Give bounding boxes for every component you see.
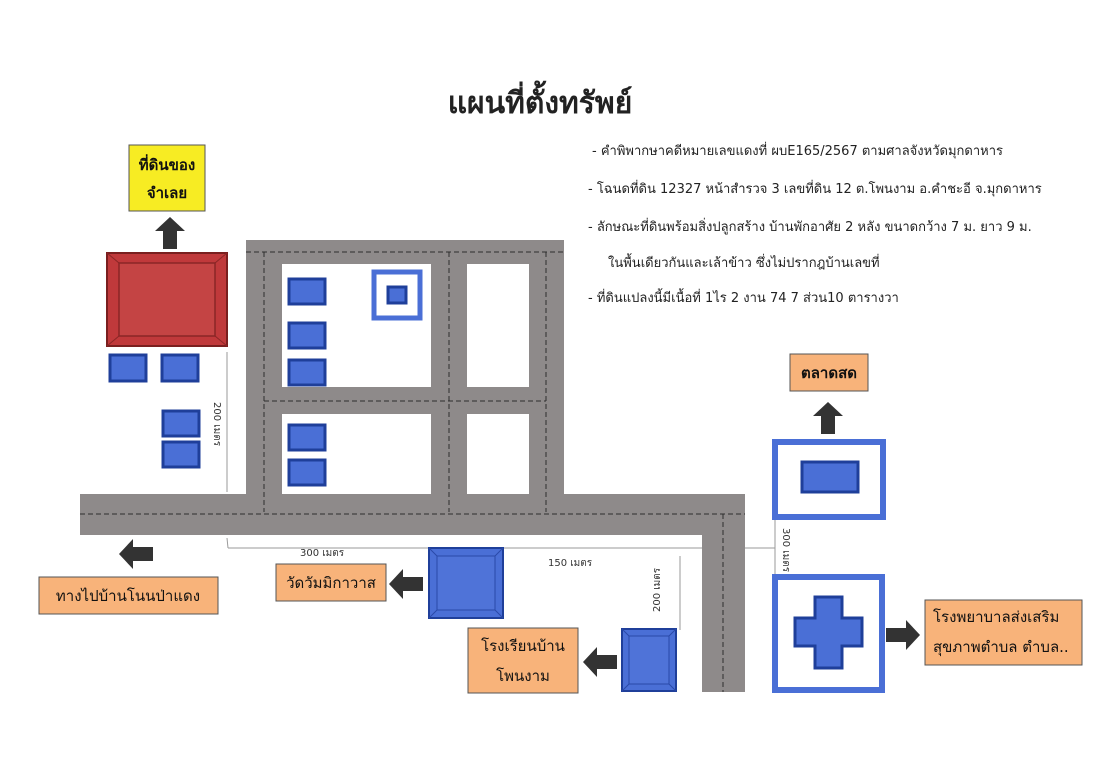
house-group-left <box>108 353 201 469</box>
arrow-up-icon <box>813 402 843 434</box>
house <box>287 458 327 487</box>
arrow-left-icon <box>389 569 423 599</box>
debtor-land-label-line2: จำเลย <box>147 184 187 202</box>
note-land-area: - ที่ดินแปลงนี้มีเนื้อที่ 1ไร 2 งาน 74 7… <box>588 288 899 306</box>
hospital-cross-icon <box>793 595 864 670</box>
temple-label-text: วัดวัมมิกาวาส <box>286 574 376 592</box>
temple-building <box>428 547 504 619</box>
block-upper-right <box>467 264 529 387</box>
notes-block: - คำพิพากษาคดีหมายเลขแดงที่ ผบE165/2567 … <box>588 142 1042 306</box>
distance-300m-right: 300 เมตร <box>780 528 791 573</box>
map-title: แผนที่ตั้งทรัพย์ <box>448 80 633 121</box>
block-lower-left <box>282 414 431 494</box>
debtor-land-label: ที่ดินของ จำเลย <box>128 144 206 212</box>
road-network <box>80 240 745 692</box>
hospital-label-line1: โรงพยาบาลส่งเสริม <box>933 608 1059 626</box>
house <box>287 358 327 387</box>
market-label-text: ตลาดสด <box>801 364 857 382</box>
note-land-features: - ลักษณะที่ดินพร้อมสิ่งปลูกสร้าง บ้านพัก… <box>588 218 1032 235</box>
arrow-left-icon <box>119 539 153 569</box>
arrow-right-icon <box>886 620 920 650</box>
note-title-deed: - โฉนดที่ดิน 12327 หน้าสำรวจ 3 เลขที่ดิน… <box>588 180 1042 197</box>
distance-200m-left: 200 เมตร <box>211 402 222 447</box>
note-land-features-cont: ในพื้นเดียวกันและเล้าข้าว ซึ่งไม่ปรากฎบ้… <box>608 253 880 271</box>
to-village-label: ทางไปบ้านโนนป่าแดง <box>38 576 219 615</box>
debtor-land-label-line1: ที่ดินของ <box>139 154 195 174</box>
rice-barn <box>371 269 423 321</box>
school-label: โรงเรียนบ้าน โพนงาม <box>467 627 579 694</box>
arrow-left-icon <box>583 647 617 677</box>
hospital-building <box>772 574 885 693</box>
debtor-property-building <box>106 252 228 347</box>
house <box>287 423 327 452</box>
house <box>160 353 200 383</box>
market-label: ตลาดสด <box>789 353 869 392</box>
road-top <box>246 240 564 264</box>
house <box>161 440 201 469</box>
block-lower-right <box>467 414 529 494</box>
to-village-label-text: ทางไปบ้านโนนป่าแดง <box>56 587 200 605</box>
block-upper-left <box>282 264 431 387</box>
house <box>108 353 148 383</box>
school-building <box>621 628 677 692</box>
distance-300m-bottom: 300 เมตร <box>300 548 345 559</box>
house <box>287 321 327 350</box>
school-label-line1: โรงเรียนบ้าน <box>481 637 565 655</box>
hospital-label: โรงพยาบาลส่งเสริม สุขภาพตำบล ตำบล.. <box>924 599 1083 666</box>
hospital-label-line2: สุขภาพตำบล ตำบล.. <box>933 638 1069 657</box>
distance-200m-school: 200 เมตร <box>652 567 663 612</box>
temple-label: วัดวัมมิกาวาส <box>275 563 387 602</box>
market-building <box>772 439 886 520</box>
distance-150m: 150 เมตร <box>548 558 593 569</box>
school-label-line2: โพนงาม <box>496 667 550 685</box>
house <box>287 277 327 306</box>
house <box>161 409 201 438</box>
arrow-up-icon <box>155 217 185 249</box>
note-judgment: - คำพิพากษาคดีหมายเลขแดงที่ ผบE165/2567 … <box>592 142 1003 159</box>
